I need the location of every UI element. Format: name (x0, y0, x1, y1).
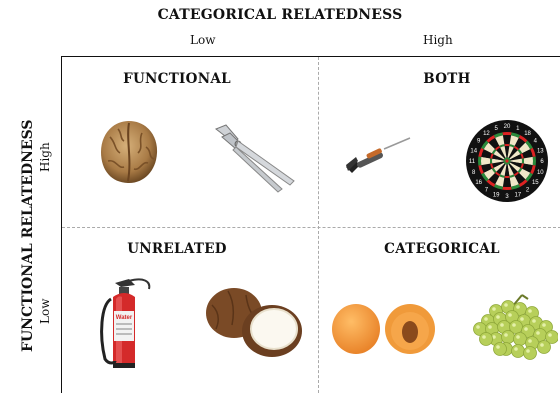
nutcracker-icon (215, 124, 295, 193)
top-axis-low-label: Low (190, 33, 216, 47)
top-axis-high-label: High (423, 33, 453, 47)
dartboard-number: 2 (526, 188, 530, 194)
coconut-icon (206, 288, 302, 357)
dartboard-number: 6 (540, 159, 544, 165)
dartboard-number: 7 (485, 188, 489, 194)
dartboard-number: 17 (514, 192, 521, 198)
dartboard-number: 20 (504, 124, 511, 130)
quadrant-label-unrelated: UNRELATED (127, 241, 227, 257)
quadrant-label-functional: FUNCTIONAL (123, 71, 231, 87)
grapes-icon (473, 294, 558, 360)
apricot-icon (332, 304, 435, 354)
side-axis-title: FUNCTIONAL RELATEDNESS (20, 119, 36, 352)
dartboard-number: 5 (495, 126, 499, 132)
quadrant-grid: FUNCTIONAL BOTH UNRELATED CATEGORICAL 20… (61, 56, 560, 393)
dartboard-number: 11 (469, 159, 476, 165)
dartboard-number: 8 (472, 170, 476, 176)
dartboard-number: 18 (524, 131, 531, 137)
dartboard-number: 12 (483, 131, 490, 137)
dartboard-number: 10 (537, 170, 544, 176)
fire-extinguisher-icon: Water (100, 278, 151, 368)
side-axis-high-label: High (38, 142, 52, 172)
quadrant-label-categorical: CATEGORICAL (384, 241, 500, 257)
dartboard-number: 3 (505, 194, 509, 200)
side-axis-low-label: Low (38, 298, 52, 324)
dartboard-number: 9 (477, 139, 481, 145)
dartboard-number: 1 (516, 126, 520, 132)
extinguisher-label: Water (116, 315, 133, 321)
dartboard-number: 19 (493, 192, 500, 198)
vertical-divider (318, 57, 319, 393)
dartboard-number: 15 (532, 180, 539, 186)
top-axis-title: CATEGORICAL RELATEDNESS (157, 7, 403, 23)
horizontal-divider (62, 227, 560, 228)
dartboard-number: 4 (534, 139, 538, 145)
dartboard-number: 16 (475, 180, 482, 186)
walnut-icon (101, 121, 158, 183)
dart-icon (346, 137, 411, 173)
dartboard-number: 14 (470, 148, 477, 154)
quadrant-label-both: BOTH (423, 71, 471, 87)
dartboard-number: 13 (537, 148, 544, 154)
